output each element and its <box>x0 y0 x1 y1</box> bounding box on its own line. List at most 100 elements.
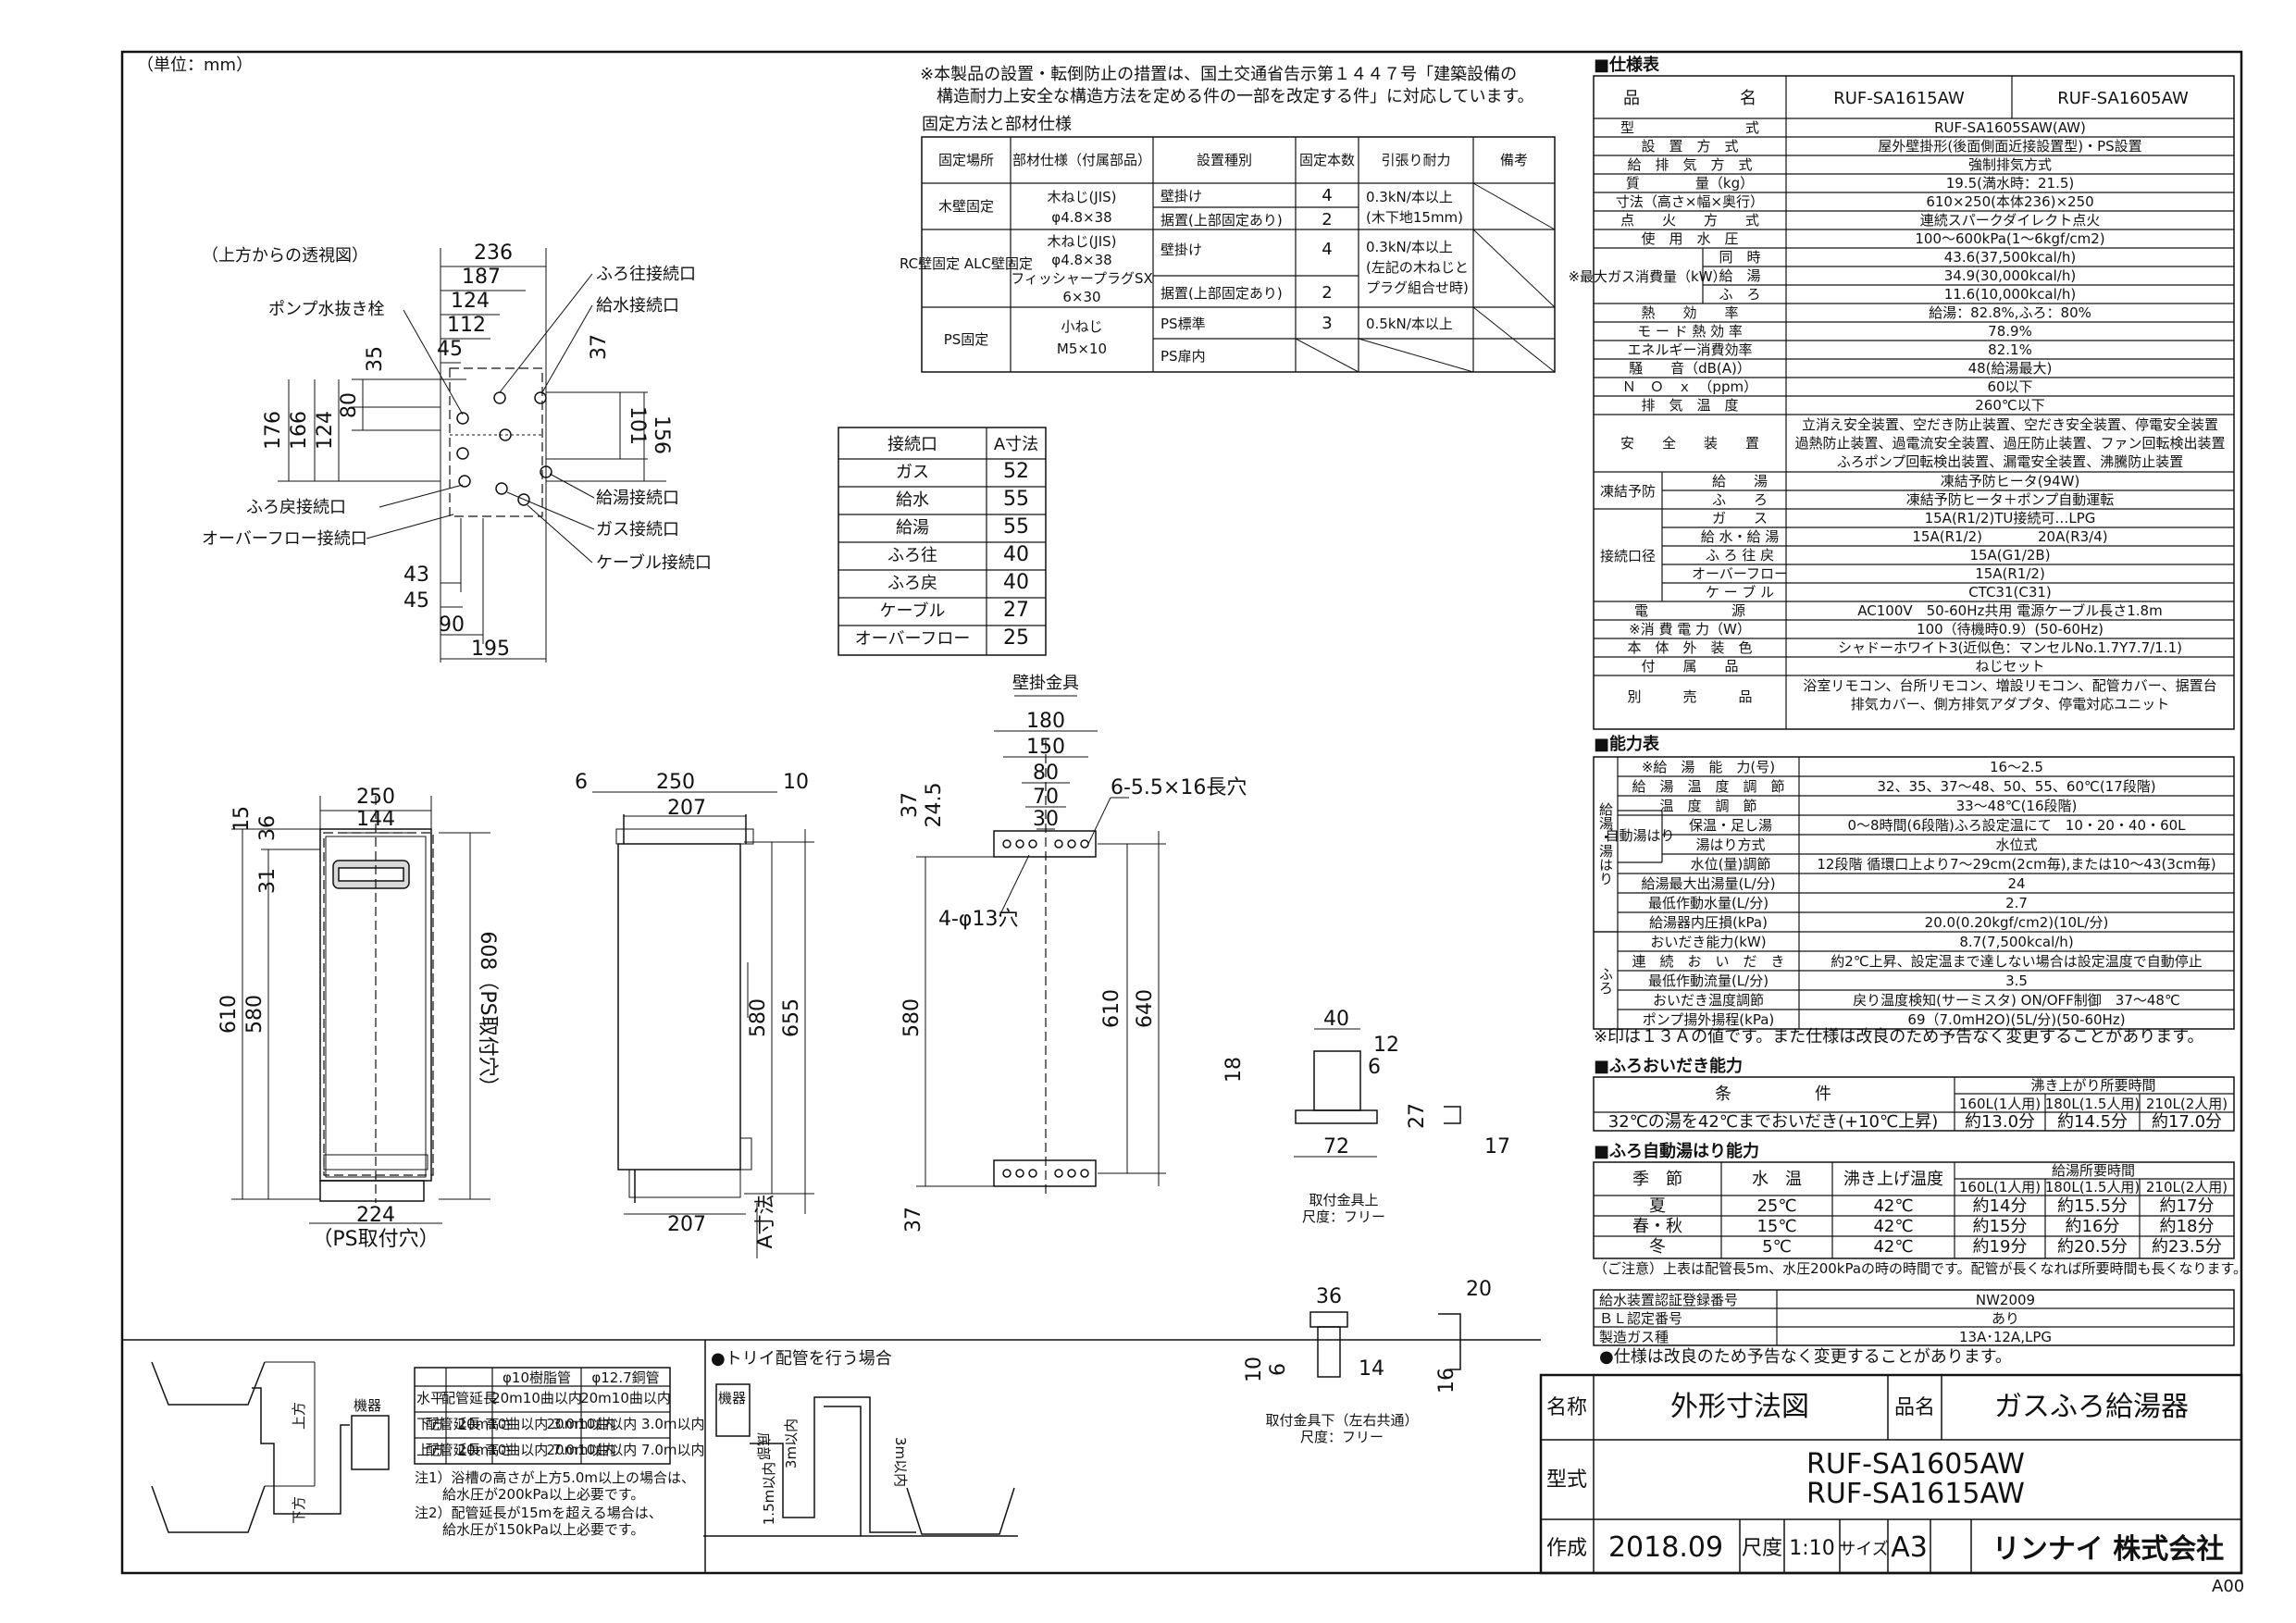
fix-r1-place: RC壁固定 ALC壁固定 <box>900 255 1033 272</box>
sv-dim-207b: 207 <box>667 1213 706 1236</box>
fix-r0-count0: 4 <box>1322 186 1332 205</box>
oidaki-col1: 180L(1.5人用) <box>2045 1096 2141 1112</box>
bracket-bottom-plate <box>993 1159 1097 1187</box>
f2-dim-6: 6 <box>1267 1363 1290 1376</box>
pipe-cell: 配管延長 高さ <box>426 1416 514 1432</box>
fix-r0-type0: 壁掛け <box>1160 188 1202 204</box>
yuhari-col0: 160L(1人用) <box>1959 1179 2041 1196</box>
perf-label: 水位(量)調節 <box>1691 856 1771 873</box>
fix-r0-place: 木壁固定 <box>938 198 994 215</box>
label-hot-water: 給湯接続口 <box>596 489 679 508</box>
br-dim-30: 30 <box>1033 808 1059 831</box>
oidaki-col0: 160L(1人用) <box>1959 1096 2041 1112</box>
fix-r1-ten0: 0.3kN/本以上 <box>1366 239 1453 255</box>
tv-dim-195: 195 <box>471 638 510 661</box>
pipe-cell: 配管延長 高さ <box>426 1442 514 1458</box>
yuhari-cell: 冬 <box>1649 1237 1666 1257</box>
yuhari-col1: 180L(1.5人用) <box>2045 1179 2141 1196</box>
adim-row-value: 40 <box>1003 571 1029 594</box>
yuhari-cell: 42℃ <box>1873 1237 1913 1257</box>
perf-label: おいだき能力(kW) <box>1650 934 1766 950</box>
spec-conn-value: CTC31(C31) <box>1968 584 2052 601</box>
yuhari-cell: 夏 <box>1649 1196 1666 1216</box>
label-water-in: 給水接続口 <box>596 296 679 316</box>
spec-label: エネルギー消費効率 <box>1627 341 1752 358</box>
br-dim-640: 640 <box>1134 989 1157 1028</box>
spec-value: 強制排気方式 <box>1968 156 2052 173</box>
adim-row-value: 27 <box>1003 599 1029 622</box>
tv-dim-124: 124 <box>451 290 490 313</box>
perf-label: おいだき温度調節 <box>1653 992 1764 1009</box>
label-pump-drain: ポンプ水抜き栓 <box>268 300 384 319</box>
tv-dim-176: 176 <box>262 411 285 450</box>
yuhari-h0: 季 節 <box>1632 1170 1682 1189</box>
cert-value: 13A･12A,LPG <box>1959 1329 2052 1345</box>
spec-label: 電 源 <box>1634 602 1745 619</box>
br-dim-24: 24.5 <box>923 783 946 828</box>
br-dim-80: 80 <box>1033 762 1059 785</box>
f2-dim-16: 16 <box>1435 1368 1458 1394</box>
bracket-top-plate <box>993 830 1097 858</box>
pipe-down-label: 下方 <box>291 1496 307 1524</box>
fix-r1-part3: 6×30 <box>1062 289 1100 305</box>
f1-sub: 尺度：フリー <box>1302 1208 1385 1225</box>
bath-return-circle <box>458 475 471 488</box>
spec-sold-line: 浴室リモコン、台所リモコン、増設リモコン、配管カバー、据置台 <box>1803 677 2216 694</box>
fix-r2-count0: 3 <box>1322 314 1332 333</box>
spec-model-2: RUF-SA1605AW <box>2057 89 2189 108</box>
fix-r0-type1: 据置(上部固定あり) <box>1160 212 1283 229</box>
perf-label: 最低作動水量(L/分) <box>1648 895 1769 911</box>
spec-label: 排 気 温 度 <box>1641 397 1738 414</box>
spec-gas-sub: 同 時 <box>1719 249 1760 266</box>
spec-conn-sub: オーバーフロー <box>1692 565 1788 582</box>
pipe-cell: 水平 <box>416 1390 444 1406</box>
spec-value: 78.9% <box>1988 323 2032 340</box>
spec-value: 給湯：82.8%,ふろ：80% <box>1929 304 2091 321</box>
spec-safety-line: 過熱防止装置、過電流安全装置、過圧防止装置、ファン回転検出装置 <box>1794 435 2225 452</box>
pipe-cell: 下方 <box>416 1416 444 1432</box>
spec-value: 260℃以下 <box>1975 397 2044 414</box>
yuhari-h1: 水 温 <box>1752 1170 1802 1189</box>
tv-dim-166: 166 <box>288 411 311 450</box>
tb-scale: 1:10 <box>1789 1537 1834 1560</box>
perf-value: 12段階 循環口上より7〜29cm(2cm毎),または10〜43(3cm毎) <box>1817 856 2215 873</box>
spec-label: 給 排 気 方 式 <box>1627 156 1752 173</box>
spec-sold-label: 別 売 品 <box>1627 688 1752 705</box>
br-hole-label: 4-φ13穴 <box>938 908 1018 931</box>
fv-dim-224: 224 <box>356 1204 395 1227</box>
pipe-cell: 20m10曲以内 3.0m以内 <box>457 1416 615 1432</box>
br-dim-150: 150 <box>1026 736 1065 759</box>
spec-conn-sub: 給 水・給 湯 <box>1701 528 1780 545</box>
adim-h0: 接続口 <box>887 435 937 454</box>
fix-h5: 備考 <box>1500 152 1528 168</box>
spec-label: 騒 音（dB(A)） <box>1629 360 1751 377</box>
yuhari-cell: 約17分 <box>2160 1196 2215 1216</box>
bath-out-circle <box>493 391 506 404</box>
fix-h3: 固定本数 <box>1299 152 1355 168</box>
fixing-table: 固定方法と部材仕様 固定場所 部材仕様（付属部品） 設置種別 固定本数 引張り耐… <box>900 115 1556 373</box>
sv-dim-207: 207 <box>667 797 706 820</box>
tb-company: リンナイ 株式会社 <box>1992 1533 2224 1566</box>
perf-value: 33〜48℃(16段階) <box>1956 798 2078 814</box>
spec-model-1: RUF-SA1615AW <box>1833 89 1965 108</box>
tv-dim-124v: 124 <box>314 411 337 450</box>
spec-value: 60以下 <box>1987 378 2032 395</box>
yuhari-cell: 約23.5分 <box>2152 1237 2222 1257</box>
pipe-note-0: 注1）浴槽の高さが上方5.0m以上の場合は、 <box>415 1469 695 1486</box>
yuhari-cell: 42℃ <box>1873 1217 1913 1236</box>
perf-label: 温 度 調 節 <box>1659 798 1756 814</box>
f2-dim-36: 36 <box>1316 1285 1342 1308</box>
sheet-number: A00 <box>2212 1577 2244 1596</box>
fix-table-frame <box>921 136 1556 373</box>
pipe-h3: φ12.7銅管 <box>591 1369 659 1386</box>
spec-value: RUF-SA1605SAW(AW) <box>1934 119 2086 136</box>
tb-name: 外形寸法図 <box>1670 1391 1809 1423</box>
adim-row-name: ケーブル <box>880 601 946 621</box>
pipe-diagram: 機器 上方 下方 φ10樹脂管 φ12.7銅管 水平配管延長20m10曲以内20… <box>151 1361 705 1538</box>
spec-value: 610×250(本体236)×250 <box>1926 193 2093 210</box>
spec-freeze-value: 凍結予防ヒータ(94W) <box>1941 473 2080 489</box>
f1-dim-27: 27 <box>1406 1103 1429 1129</box>
pipe-cell: 配管延長 <box>441 1390 497 1406</box>
adim-row-value: 55 <box>1003 515 1029 539</box>
